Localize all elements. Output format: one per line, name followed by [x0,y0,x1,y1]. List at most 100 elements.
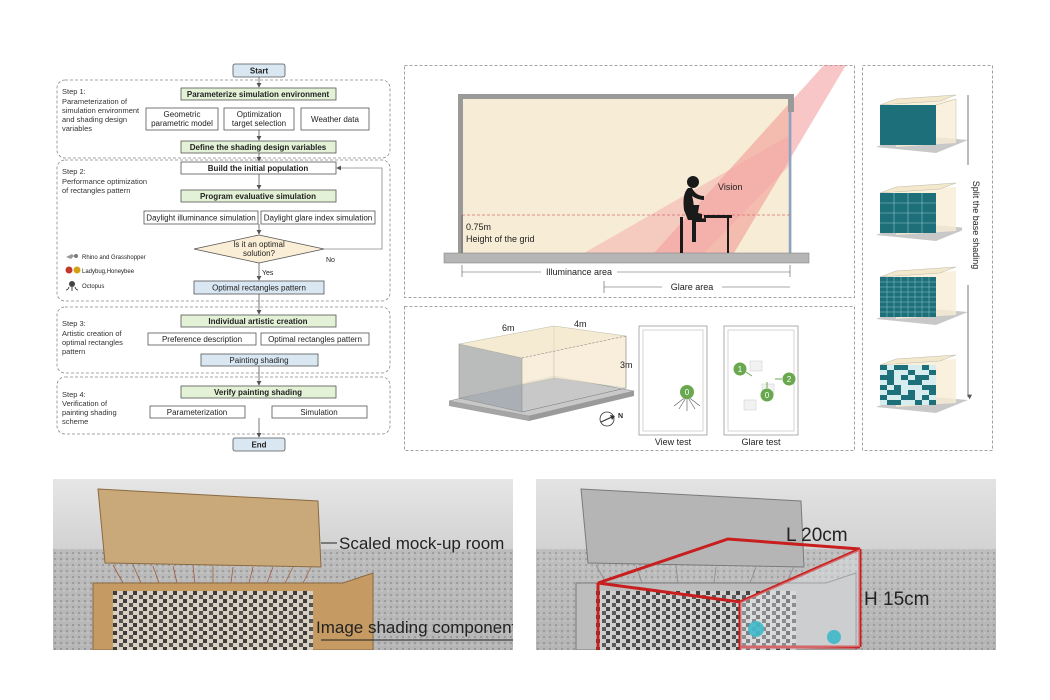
grid-height-label: Height of the grid [466,234,535,244]
step3-desc-3: pattern [62,347,85,356]
methodology-flowchart: Start Step 1: Parameterization of simula… [56,63,391,452]
step1-desc-2: simulation environment [62,106,140,115]
painting-shading-box [200,353,319,367]
step2-desc-2: of rectangles pattern [62,186,130,195]
glare-marker-2-label: 2 [787,375,792,384]
build-population-box [180,161,337,175]
view-test-marker [680,385,694,399]
room-axonometric [448,325,635,421]
glare-marker-2 [782,372,796,386]
wooden-lid [97,488,322,568]
rhino-icon [66,254,78,259]
split-caption: Split the base shading [971,181,981,270]
no-label: No [326,257,335,264]
ladybug-icon [65,266,81,274]
define-variables-label: Define the shading design variables [190,143,327,152]
shading-component-label: Image shading component [316,618,513,637]
height-label: H 15cm [864,589,929,610]
painting-shading-label: Painting shading [229,356,288,365]
room-section-panel: Vision 0.75m Height of the grid Illumina… [404,65,855,298]
glare-wedge [654,65,846,253]
step1-desc-3: and shading design [62,115,127,124]
legend-octopus: Octopus [82,284,104,290]
step3-container [56,306,391,374]
shading-module-grid [876,182,968,241]
decision-line2: solution? [243,249,276,258]
view-test-label: View test [655,437,692,447]
preference-label: Preference description [162,335,242,344]
preference-box [147,332,257,346]
build-population-label: Build the initial population [208,164,309,173]
define-variables-box [180,140,337,154]
illuminance-sim-label: Daylight illuminance simulation [146,214,255,223]
vision-label: Vision [718,182,742,192]
geometric-model-box [145,107,219,131]
start-label: Start [250,67,269,76]
glare-sim-label: Daylight glare index simulation [264,214,373,223]
glare-test-label: Glare test [741,437,781,447]
glare-test-plan: 1 2 0 [723,325,799,436]
step4-desc-1: Verification of [62,399,108,408]
optimal-pattern-input-label: Optimal rectangles pattern [268,335,362,344]
end-node [232,437,286,452]
length-label: L 20cm [786,525,848,546]
step1-label: Step 1: [62,87,86,96]
section-room-interior [462,98,792,253]
legend-rhino: Rhino and Grasshopper [82,255,146,261]
dim-3m: 3m [620,360,633,370]
step4-desc-2: painting shading [62,408,117,417]
step1-header-box [180,87,337,101]
dimension-photo: L 20cm H 15cm [536,479,996,650]
illuminance-area-label: Illuminance area [546,267,612,277]
step3-desc-2: optimal rectangles [62,338,123,347]
sensor-dot-2 [827,630,841,644]
seated-person-silhouette [680,176,732,253]
parameterization-box [149,405,246,419]
step1-desc-1: Parameterization of [62,97,128,106]
yes-label: Yes [262,270,274,277]
glare-marker-0 [760,388,774,402]
step4-desc-3: scheme [62,417,88,426]
step2-label: Step 2: [62,167,86,176]
geometric-model-line2: parametric model [151,119,213,128]
program-simulation-box [180,189,337,203]
dim-6m: 6m [502,323,515,333]
step1-desc-4: variables [62,124,92,133]
legend-ladybug: Ladybug,Honeybee [82,269,135,275]
weather-data-label: Weather data [311,115,359,124]
simulation-label: Simulation [300,408,337,417]
grid-height-value: 0.75m [466,222,491,232]
end-label: End [251,441,266,450]
illuminance-sim-box [143,210,259,225]
step3-header-box [180,314,337,328]
dimension-frame [596,537,862,650]
glare-sim-box [260,210,376,225]
optimal-pattern-input-box [260,332,370,346]
step3-desc-1: Artistic creation of [62,329,123,338]
shading-module-pattern [876,354,968,413]
optimal-pattern-label: Optimal rectangles pattern [212,284,306,293]
step1-header: Parameterize simulation environment [187,90,330,99]
mockup-room-label: Scaled mock-up room [339,534,504,553]
glare-marker-0-label: 0 [765,391,770,400]
room-tests-panel: 6m 4m 3m N 0 View test 1 2 0 [404,306,855,451]
step2-container [56,159,391,302]
shading-module-fine-grid [876,266,968,325]
parameterization-label: Parameterization [167,408,227,417]
view-marker-label: 0 [685,388,690,397]
optimization-target-line1: Optimization [237,110,281,119]
section-floor [443,252,810,264]
geometric-model-line1: Geometric [164,110,201,119]
shading-module-solid [876,94,968,153]
shading-split-panel: Split the base shading [862,65,993,451]
step2-desc-1: Performance optimization [62,177,147,186]
step4-container [56,376,391,435]
dim-4m: 4m [574,319,587,329]
program-simulation-label: Program evaluative simulation [200,192,316,201]
mockup-photo: Scaled mock-up room Image shading compon… [53,479,513,650]
simulation-box [271,405,368,419]
weather-data-box [300,107,370,131]
glare-area-label: Glare area [671,282,714,292]
glare-marker-1 [733,362,747,376]
optimization-target-line2: target selection [232,119,286,128]
